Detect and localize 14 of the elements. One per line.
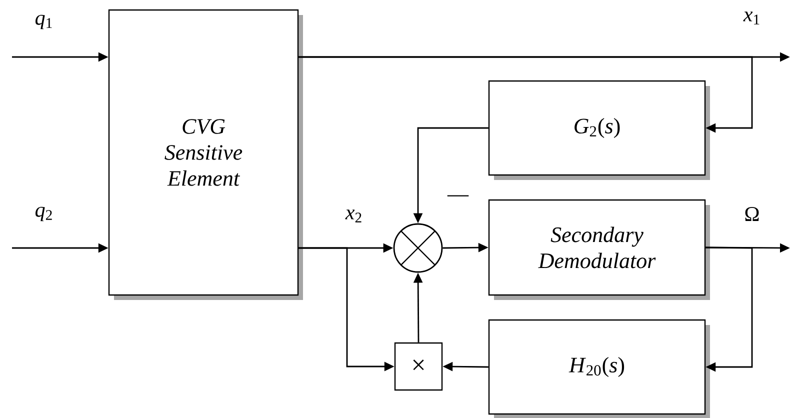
edge-label: — [447,195,469,196]
edge-label: x$_{1}$ [743,12,760,24]
edge-label: q$_{2}$ [36,206,52,222]
block-box: CVG Sensitive Element [108,9,303,300]
edge-label: Ω [745,207,759,221]
edge-label: q$_{1}$ [36,14,52,30]
arrow [298,56,753,133]
block-box: H$_{20}$(s) [488,319,710,418]
block-box: Secondary Demodulator [488,199,710,300]
edge-label: x$_{2}$ [345,210,362,222]
multiplier-box: × [394,342,443,391]
summing-junction [393,223,443,273]
block-box: G$_{2}$(s) [488,80,710,180]
arrow [706,246,753,372]
